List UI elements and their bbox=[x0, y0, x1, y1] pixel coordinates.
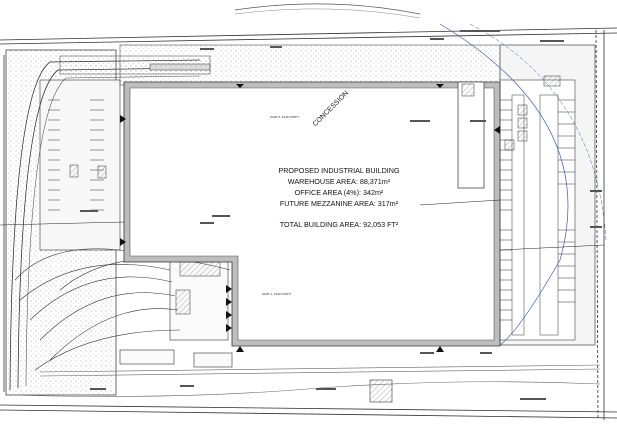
loading-dock-area bbox=[169, 257, 229, 341]
road-curve-top bbox=[234, 3, 421, 15]
right-hatch-2 bbox=[517, 117, 528, 129]
survey-arc bbox=[439, 23, 569, 346]
bottom-structure-2 bbox=[193, 352, 233, 368]
office-hatch bbox=[461, 83, 475, 97]
mezzanine-area: FUTURE MEZZANINE AREA: 317m² bbox=[280, 199, 399, 208]
building-title: PROPOSED INDUSTRIAL BUILDING bbox=[278, 166, 400, 175]
leader-line-3 bbox=[499, 244, 605, 251]
right-parking-lot bbox=[499, 44, 596, 346]
survey-arc-2 bbox=[469, 23, 607, 241]
office-block bbox=[457, 81, 485, 189]
north-drive bbox=[119, 44, 501, 86]
property-lines bbox=[0, 27, 617, 421]
right-hatch-3 bbox=[517, 130, 528, 142]
part1-label: PART 1, PLAN 59R?? bbox=[262, 292, 292, 296]
right-parking-stalls bbox=[500, 99, 575, 321]
minor-annotations bbox=[80, 30, 602, 400]
left-parking-stalls bbox=[48, 99, 104, 211]
left-hatch-block-1 bbox=[69, 164, 79, 178]
top-right-hatch-block bbox=[543, 75, 561, 87]
dock-door-markers bbox=[120, 84, 500, 352]
leader-line-2 bbox=[0, 221, 125, 226]
office-area: OFFICE AREA (4%): 342m² bbox=[295, 188, 384, 197]
road-curve-top-2 bbox=[234, 8, 421, 19]
bottom-structure-1 bbox=[119, 349, 175, 365]
industrial-building bbox=[123, 81, 501, 347]
left-hatch-block-2 bbox=[97, 165, 107, 179]
warehouse-area: WAREHOUSE AREA: 88,371m² bbox=[288, 177, 391, 186]
right-hatch-1 bbox=[517, 104, 528, 116]
total-area: TOTAL BUILDING AREA: 92,053 FT² bbox=[280, 220, 399, 229]
left-site-area bbox=[5, 49, 201, 396]
bottom-sign bbox=[369, 379, 393, 403]
leader-line-1 bbox=[419, 199, 501, 206]
right-hatch-4 bbox=[504, 139, 515, 151]
part5-label: PART 5, PLAN 59R?? bbox=[270, 115, 300, 119]
